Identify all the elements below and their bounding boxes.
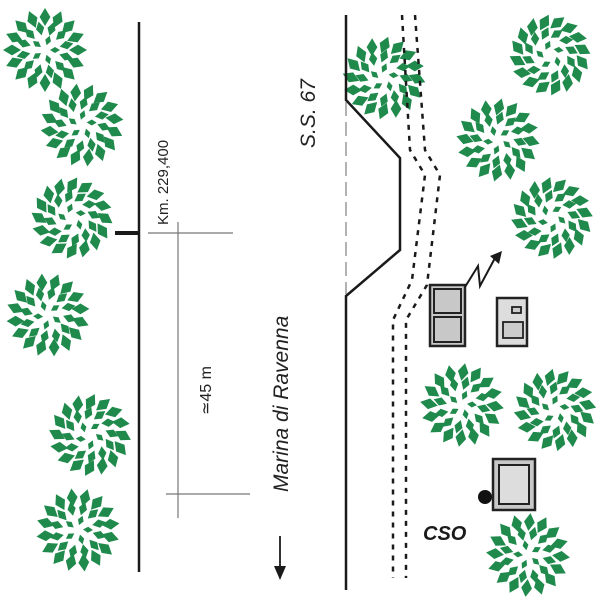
down-arrow-icon (274, 536, 286, 580)
tree-icon (509, 14, 591, 96)
signal-arrow-icon (464, 251, 502, 290)
tree-icon (6, 273, 90, 357)
tree-icon (486, 513, 570, 597)
tree-icon (3, 8, 87, 92)
building-icon (428, 283, 467, 348)
tree-icon (513, 368, 597, 452)
road-edge-line (344, 15, 402, 590)
cso-building-icon (478, 457, 537, 512)
trees (3, 8, 597, 597)
cso-label: CSO (423, 523, 467, 545)
tree-icon (420, 363, 504, 447)
tree-icon (511, 177, 593, 259)
road-label: S.S. 67 (297, 78, 320, 148)
tree-icon (456, 98, 540, 182)
dotted-lane-left (391, 14, 427, 578)
dotted-lane-right (404, 14, 442, 578)
tree-icon (49, 394, 131, 476)
direction-label: Marina di Ravenna (270, 316, 293, 492)
distance-label: ≃45 m (198, 366, 215, 415)
tree-icon (36, 488, 120, 572)
tree-icon (40, 83, 124, 167)
building-icon (495, 296, 529, 348)
tree-icon (31, 177, 113, 259)
km-label: Km. 229,400 (155, 140, 172, 225)
